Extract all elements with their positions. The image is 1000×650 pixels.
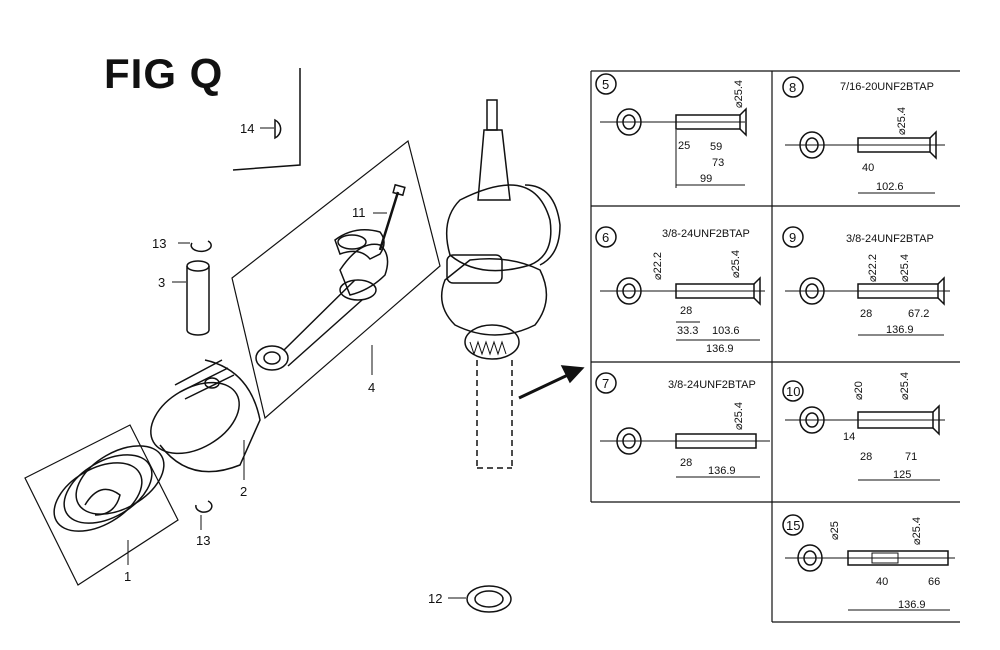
panel-6-diameter-small: ⌀22.2 [652,252,664,280]
panel-6-dim-33-3: 33.3 [677,325,698,337]
panel-10-diameter: ⌀25.4 [899,372,911,400]
panel-8-diameter: ⌀25.4 [896,107,908,135]
panel-10-dim-14: 14 [843,431,855,443]
panel-7-diameter: ⌀25.4 [733,402,745,430]
part-label-14: 14 [240,121,254,136]
panel-8-dim-102-6: 102.6 [876,181,904,193]
panel-5-dim-99: 99 [700,173,712,185]
panel-9-dim-136-9: 136.9 [886,324,914,336]
panel-5-number: 5 [602,77,609,92]
part-label-13-upper: 13 [152,236,166,251]
panel-10-dim-28: 28 [860,451,872,463]
panel-5-drawing [600,107,747,188]
panel-7-dim-28: 28 [680,457,692,469]
part-label-13-lower: 13 [196,533,210,548]
panel-15-diameter-small: ⌀25 [829,521,841,540]
panel-15-number: 15 [786,518,800,533]
panel-7-drawing [600,427,770,478]
panel-5-dim-73: 73 [712,157,724,169]
panel-9-dim-67-2: 67.2 [908,308,929,320]
oil-seal-part [448,585,512,613]
panel-7-thread: 3/8-24UNF2BTAP [668,379,756,391]
piston-rings-part [24,424,179,586]
panel-9-dim-28: 28 [860,308,872,320]
panel-9-number: 9 [789,230,796,245]
part-label-12: 12 [428,591,442,606]
panel-9-drawing [785,276,950,336]
panel-9-thread: 3/8-24UNF2BTAP [846,233,934,245]
part-label-2: 2 [240,484,247,499]
panel-5-diameter: ⌀25.4 [733,80,745,108]
piston-clip-upper-part [178,240,212,253]
part-label-3: 3 [158,275,165,290]
panel-7-number: 7 [602,376,609,391]
variant-panels-grid [590,70,960,623]
woodruff-key-part [232,68,301,171]
panel-10-diameter-small: ⌀20 [853,381,865,400]
figure-title: FIG Q [104,50,224,97]
crankshaft-part [440,99,561,469]
panel-15-dim-40: 40 [876,576,888,588]
part-label-4: 4 [368,380,375,395]
panel-9-diameter-small: ⌀22.2 [867,254,879,282]
panel-8-drawing [785,130,945,194]
panel-8-number: 8 [789,80,796,95]
panel-5-dim-25: 25 [678,140,690,152]
panel-6-dim-28: 28 [680,305,692,317]
panel-6-dim-103-6: 103.6 [712,325,740,337]
panel-7-dim-136-9: 136.9 [708,465,736,477]
panel-6-dim-136-9: 136.9 [706,343,734,355]
panel-15-dim-136-9: 136.9 [898,599,926,611]
panel-6-drawing [600,276,765,341]
panel-10-dim-71: 71 [905,451,917,463]
panel-8-thread: 7/16-20UNF2BTAP [840,81,934,93]
panel-6-number: 6 [602,230,609,245]
piston-clip-lower-part [195,500,213,530]
part-label-1: 1 [124,569,131,584]
piston-pin-part [172,260,210,336]
panel-15-dim-66: 66 [928,576,940,588]
part-label-11: 11 [352,205,366,220]
panel-10-number: 10 [786,384,800,399]
panel-5-dim-59: 59 [710,141,722,153]
panel-10-drawing [785,404,945,481]
panel-6-thread: 3/8-24UNF2BTAP [662,228,750,240]
panel-8-dim-40: 40 [862,162,874,174]
variant-arrow [518,365,585,400]
panel-10-dim-125: 125 [893,469,911,481]
piston-part [150,359,261,480]
connecting-rod-part [231,139,441,420]
panel-6-diameter: ⌀25.4 [730,250,742,278]
panel-9-diameter: ⌀25.4 [899,254,911,282]
panel-15-drawing [785,544,955,611]
panel-15-diameter: ⌀25.4 [911,517,923,545]
